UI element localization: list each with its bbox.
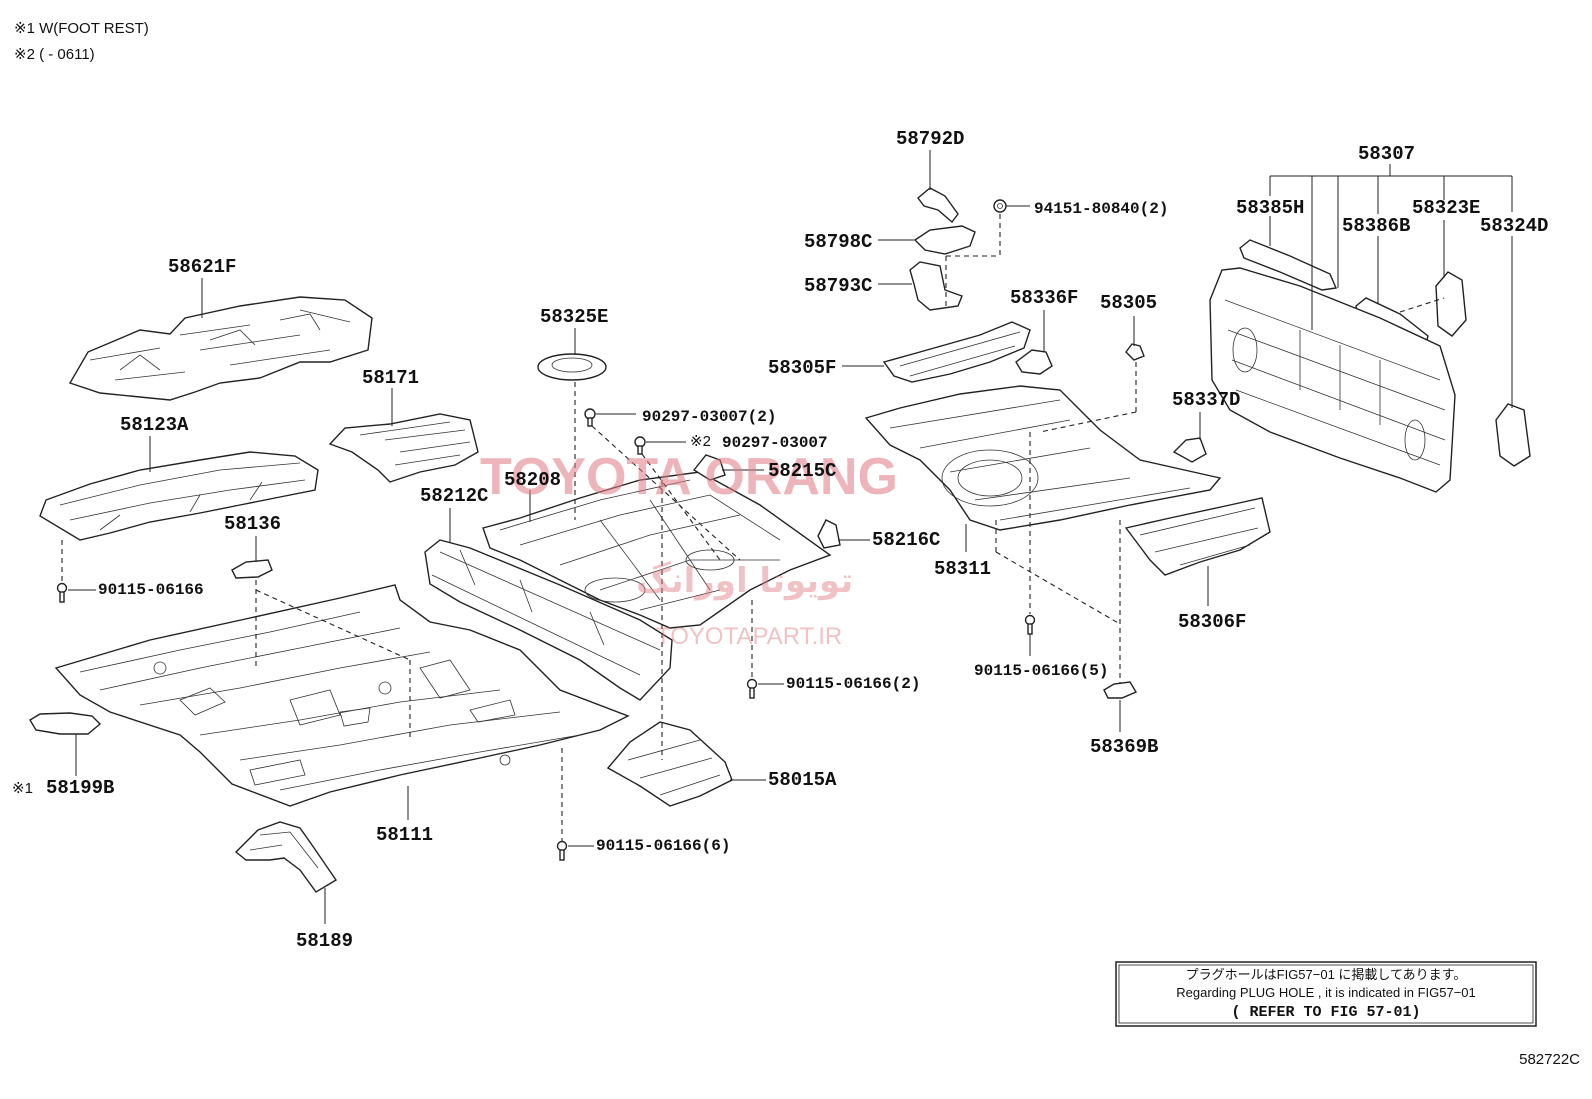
label-90115-06166-5: 90115-06166(5) (974, 662, 1108, 680)
mark-x2: ※2 (690, 433, 711, 450)
label-58215C: 58215C (768, 460, 836, 482)
part-58123A-shape (39, 451, 319, 541)
note-foot-rest: ※1 W(FOOT REST) (14, 20, 149, 37)
label-90297-03007-2: 90297-03007(2) (642, 408, 776, 426)
part-58305F-shape (882, 321, 1031, 383)
part-58189-shape (234, 821, 337, 893)
note-date-range: ※2 ( - 0611) (14, 46, 95, 63)
label-58216C: 58216C (872, 529, 940, 551)
label-58305F: 58305F (768, 357, 836, 379)
label-58015A: 58015A (768, 769, 837, 791)
label-90297-03007: 90297-03007 (722, 434, 828, 452)
plug-hole-note-box: プラグホールはFIG57−01 に掲載してあります。 Regarding PLU… (1115, 961, 1537, 1027)
part-58212C-shape (424, 539, 673, 701)
label-58123A: 58123A (120, 414, 189, 436)
part-58793C-shape (909, 261, 963, 311)
label-58793C: 58793C (804, 275, 872, 297)
part-58111-shape (54, 584, 630, 807)
part-58307-shape (1209, 267, 1456, 493)
label-58307: 58307 (1358, 143, 1415, 165)
part-58305-shape (1125, 343, 1145, 361)
bolt-90297-a (584, 408, 596, 427)
part-58216C-shape (817, 519, 841, 549)
part-58792D-shape (917, 187, 959, 224)
label-58386B: 58386B (1342, 215, 1410, 237)
label-58385H: 58385H (1236, 197, 1304, 219)
label-58171: 58171 (362, 367, 419, 389)
part-58336F-shape (1015, 349, 1053, 375)
figure-code: 582722C (1519, 1051, 1580, 1068)
label-58306F: 58306F (1178, 611, 1246, 633)
mark-x1: ※1 (12, 780, 33, 797)
bolt-90297-b (634, 436, 646, 455)
label-58325E: 58325E (540, 306, 608, 328)
label-58369B: 58369B (1090, 736, 1158, 758)
plug-note-english: Regarding PLUG HOLE , it is indicated in… (1176, 985, 1476, 1000)
label-90115-06166: 90115-06166 (98, 581, 204, 599)
part-58798C-shape (913, 225, 976, 255)
plug-note-reference: ( REFER TO FIG 57-01) (1231, 1004, 1420, 1021)
label-58621F: 58621F (168, 256, 236, 278)
label-58311: 58311 (934, 558, 991, 580)
label-58208: 58208 (504, 469, 561, 491)
label-58337D: 58337D (1172, 389, 1240, 411)
label-58792D: 58792D (896, 128, 964, 150)
part-58199B-shape (29, 712, 102, 735)
watermark-main: TOYOTA ORANG (480, 448, 898, 506)
part-58311-shape (864, 385, 1222, 531)
part-58325E-shape (537, 353, 607, 381)
screw-90115-c (1024, 614, 1036, 635)
label-58189: 58189 (296, 930, 353, 952)
label-58199B: 58199B (46, 777, 114, 799)
screw-90115-b (746, 678, 758, 699)
label-58798C: 58798C (804, 231, 872, 253)
label-58336F: 58336F (1010, 287, 1078, 309)
label-58323E: 58323E (1412, 197, 1480, 219)
plug-note-japanese: プラグホールはFIG57−01 に掲載してあります。 (1186, 967, 1467, 982)
part-58621F-shape (68, 296, 373, 401)
leader-lines (68, 150, 1513, 924)
watermark-site: TOYOTAPART.IR (656, 623, 842, 650)
label-94151-80840: 94151-80840(2) (1034, 200, 1168, 218)
part-58369B-shape (1103, 681, 1138, 699)
label-58324D: 58324D (1480, 215, 1548, 237)
part-58215C-shape (692, 454, 726, 481)
part-58306F-shape (1124, 497, 1271, 576)
part-58015A-shape (606, 721, 733, 807)
screw-90115-d (556, 840, 568, 861)
part-58323E-shape (1435, 271, 1467, 337)
part-58136-shape (231, 559, 273, 579)
assembly-dashed-lines (61, 214, 1445, 842)
label-58111: 58111 (376, 824, 433, 846)
nut-94151 (993, 199, 1007, 213)
part-58324D-shape (1495, 403, 1531, 467)
label-90115-06166-6: 90115-06166(6) (596, 837, 730, 855)
label-90115-06166-2: 90115-06166(2) (786, 675, 920, 693)
screw-90115-a (56, 582, 68, 603)
watermark-arabic: تویوتا اورانگ (636, 561, 853, 601)
part-58208-shape (482, 471, 832, 629)
label-58212C: 58212C (420, 485, 488, 507)
part-58171-shape (328, 413, 479, 483)
label-58136: 58136 (224, 513, 281, 535)
part-58337D-shape (1172, 437, 1207, 463)
label-58305: 58305 (1100, 292, 1157, 314)
